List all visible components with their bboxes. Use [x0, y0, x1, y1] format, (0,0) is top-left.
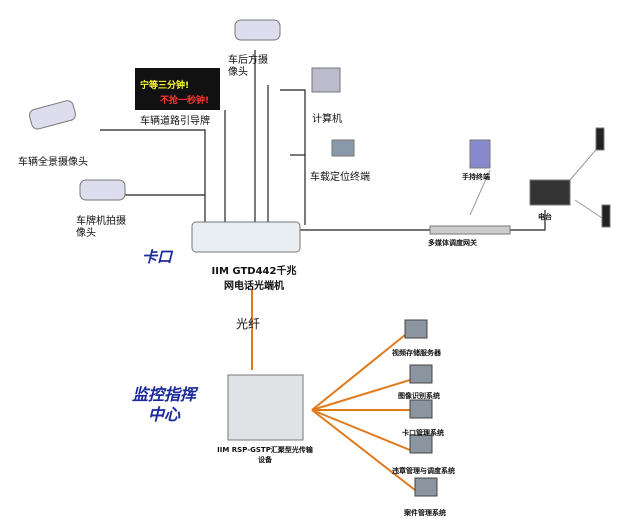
gps-terminal-label: 车载定位终端: [310, 172, 370, 183]
rear-camera-label: 车后方摄像头: [228, 55, 268, 78]
fiber-label: 光纤: [236, 317, 261, 331]
server-label: 图像识别系统: [398, 392, 440, 400]
checkpoint-title: 卡口: [142, 248, 173, 266]
server-label: 卡口管理系统: [402, 429, 444, 437]
handheld-icon: [469, 139, 491, 169]
guide-sign-icon: [135, 68, 220, 110]
radio-label: 电台: [538, 213, 552, 221]
server-icon: [409, 399, 433, 419]
gateway-label: 多媒体调度网关: [428, 239, 477, 247]
server-label: 视频存储服务器: [392, 349, 441, 357]
server-icon: [404, 319, 428, 339]
server-label: 违章管理与调度系统: [392, 467, 455, 475]
server-icon: [409, 364, 433, 384]
sign-text-2: 不抢一秒钟!: [160, 96, 210, 106]
router-icon: [191, 221, 301, 253]
panorama-camera-label: 车辆全景摄像头: [18, 157, 88, 168]
walkie-talkie-icon: [601, 204, 611, 228]
panorama-camera-icon: [29, 100, 76, 130]
plate-camera-label: 车牌机拍摄像头: [76, 216, 126, 239]
computer-icon: [311, 67, 341, 93]
transceiver-label: IIM GTD442千兆网电话光端机: [211, 266, 297, 292]
computer-label: 计算机: [312, 114, 342, 125]
gps-terminal-icon: [331, 139, 355, 157]
radio-icon: [529, 179, 571, 206]
transport-device-icon: [227, 374, 304, 441]
center-device-label: IIM RSP-GSTP汇聚型光传输设备: [217, 446, 313, 464]
center-title: 监控指挥中心: [131, 385, 196, 424]
guide-sign-label: 车辆道路引导牌: [140, 116, 210, 127]
rear-camera-icon: [234, 19, 281, 41]
server-icon: [409, 434, 433, 454]
gateway-icon: [429, 225, 511, 235]
walkie-talkie-icon: [595, 127, 605, 151]
sign-text-1: 宁等三分钟!: [140, 81, 190, 91]
handheld-label: 手持终端: [462, 173, 490, 181]
server-label: 案件管理系统: [404, 509, 446, 517]
server-icon: [414, 477, 438, 497]
plate-camera-icon: [79, 179, 126, 201]
